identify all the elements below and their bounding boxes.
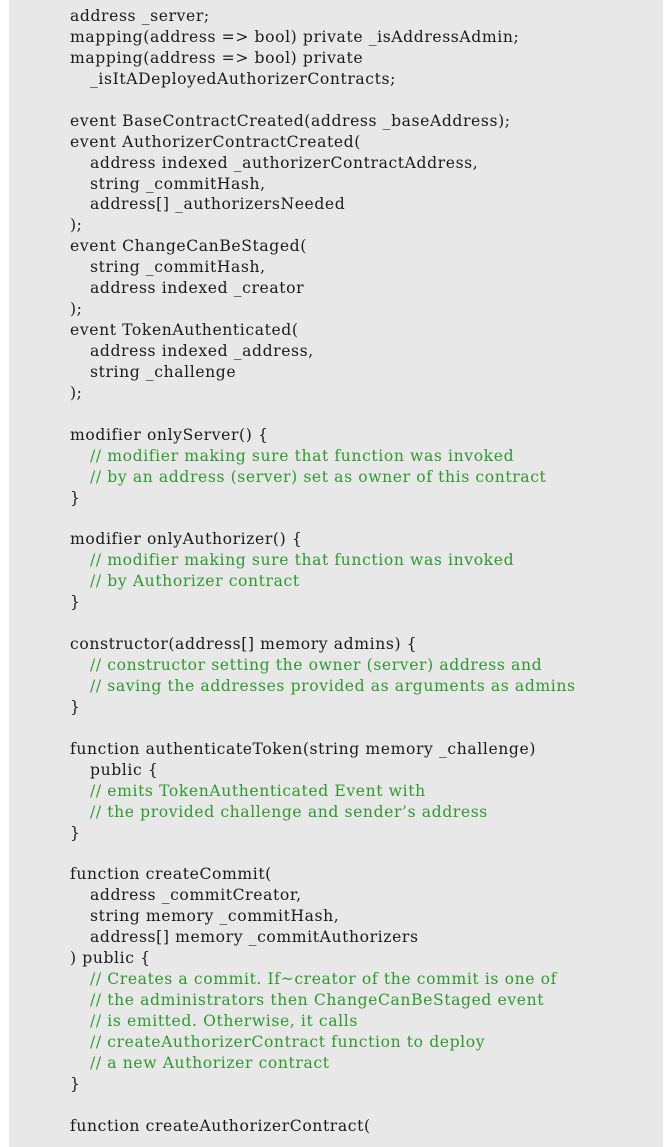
code-line: address indexed _creator bbox=[90, 279, 305, 298]
code-line: public { bbox=[90, 760, 159, 779]
code-comment-line: // a new Authorizer contract bbox=[90, 1053, 330, 1072]
code-line: constructor(address[] memory admins) { bbox=[70, 635, 418, 654]
code-line: } bbox=[70, 697, 81, 716]
code-comment-line: // by an address (server) set as owner o… bbox=[90, 467, 547, 486]
code-line: modifier onlyAuthorizer() { bbox=[70, 530, 303, 549]
code-comment-line: // saving the addresses provided as argu… bbox=[90, 677, 576, 695]
code-line: function createCommit( bbox=[70, 865, 272, 884]
code-line: ) public { bbox=[70, 949, 151, 968]
blank-line bbox=[9, 1095, 576, 1116]
code-listing: address _server; mapping(address => bool)… bbox=[9, 6, 576, 1137]
code-comment-line: // is emitted. Otherwise, it calls bbox=[90, 1012, 358, 1030]
code-comment-line: // Creates a commit. If~creator of the c… bbox=[90, 970, 557, 989]
code-line: address _server; bbox=[70, 7, 210, 25]
blank-line bbox=[9, 404, 576, 425]
code-line: address _commitCreator, bbox=[90, 886, 302, 905]
code-comment-line: // constructor setting the owner (server… bbox=[90, 656, 543, 675]
code-comment-line: // emits TokenAuthenticated Event with bbox=[90, 781, 426, 800]
blank-line bbox=[9, 613, 576, 634]
code-line: string _challenge bbox=[90, 362, 237, 381]
code-line: function authenticateToken(string memory… bbox=[70, 739, 537, 758]
code-line: address[] memory _commitAuthorizers bbox=[90, 928, 419, 947]
blank-line bbox=[9, 509, 576, 530]
code-line: _isItADeployedAuthorizerContracts; bbox=[90, 69, 396, 88]
code-comment-line: // modifier making sure that function wa… bbox=[90, 446, 515, 465]
code-line: address indexed _address, bbox=[90, 342, 314, 360]
code-line: } bbox=[70, 1074, 81, 1093]
code-comment-line: // the administrators then ChangeCanBeSt… bbox=[90, 991, 545, 1010]
code-line: ); bbox=[70, 300, 83, 319]
code-line: } bbox=[70, 593, 81, 612]
code-line: event AuthorizerContractCreated( bbox=[70, 132, 361, 151]
code-line: event ChangeCanBeStaged( bbox=[70, 237, 307, 256]
code-line: string memory _commitHash, bbox=[90, 907, 340, 926]
code-line: event BaseContractCreated(address _baseA… bbox=[70, 111, 511, 130]
code-line: string _commitHash, bbox=[90, 174, 266, 193]
code-line: } bbox=[70, 488, 81, 507]
code-line: function createAuthorizerContract( bbox=[70, 1116, 371, 1135]
blank-line bbox=[9, 90, 576, 111]
code-line: } bbox=[70, 823, 81, 842]
code-line: string _commitHash, bbox=[90, 258, 266, 277]
code-line: modifier onlyServer() { bbox=[70, 425, 269, 444]
code-line: mapping(address => bool) private bbox=[70, 48, 364, 67]
blank-line bbox=[9, 718, 576, 739]
code-comment-line: // modifier making sure that function wa… bbox=[90, 551, 515, 570]
code-listing-panel: address _server; mapping(address => bool)… bbox=[9, 0, 663, 1147]
code-line: mapping(address => bool) private _isAddr… bbox=[70, 27, 520, 46]
code-line: event TokenAuthenticated( bbox=[70, 321, 299, 340]
code-comment-line: // the provided challenge and sender’s a… bbox=[90, 802, 488, 821]
code-line: ); bbox=[70, 383, 83, 402]
code-comment-line: // createAuthorizerContract function to … bbox=[90, 1032, 486, 1051]
code-comment-line: // by Authorizer contract bbox=[90, 572, 300, 591]
code-line: address indexed _authorizerContractAddre… bbox=[90, 153, 479, 172]
code-line: ); bbox=[70, 216, 83, 235]
blank-line bbox=[9, 844, 576, 865]
code-line: address[] _authorizersNeeded bbox=[90, 195, 346, 214]
